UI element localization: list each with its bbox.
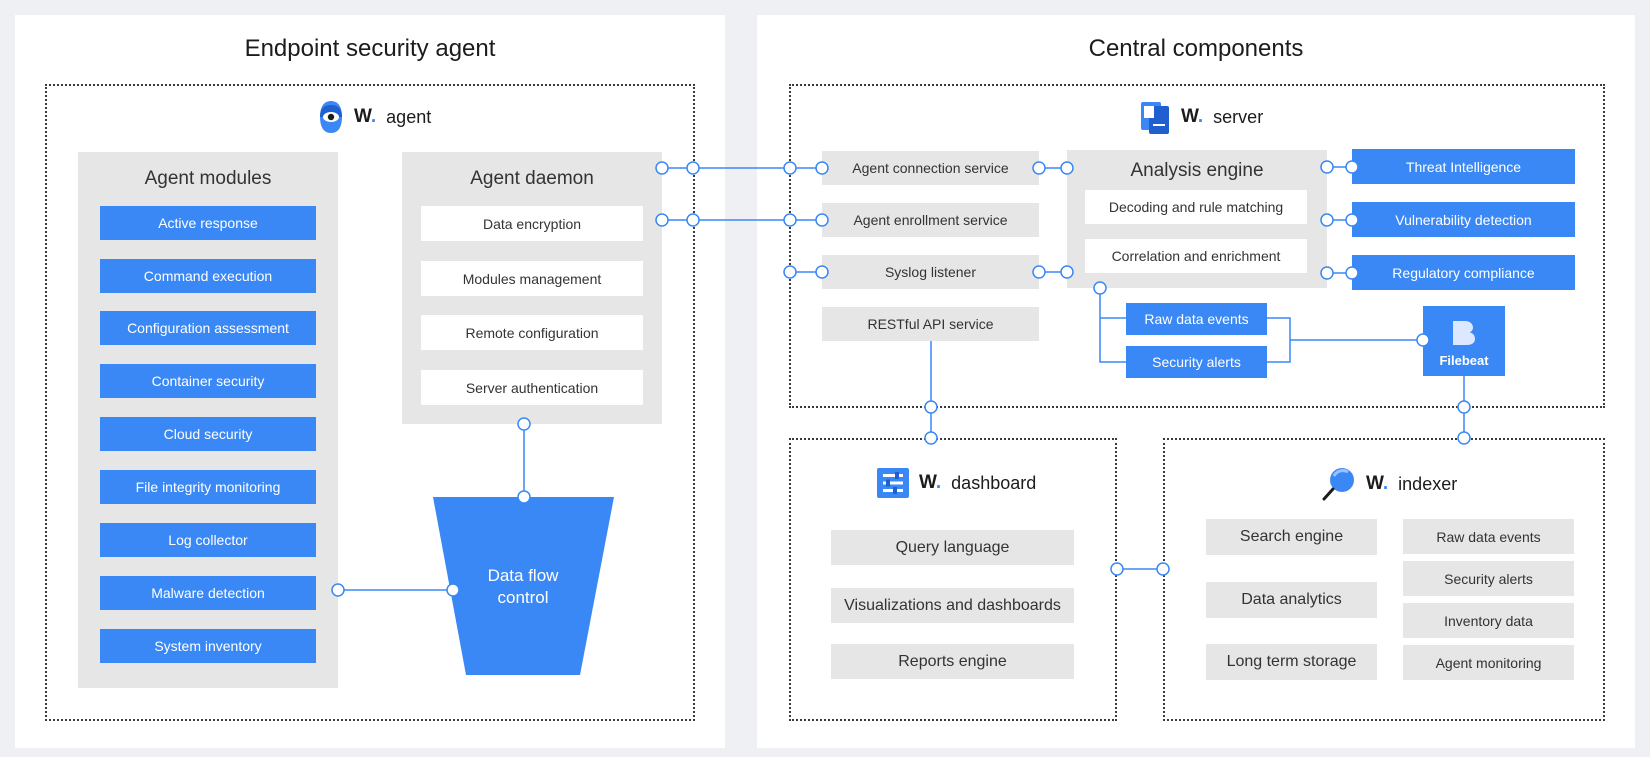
indexer-brand: W. indexer	[1322, 466, 1457, 502]
indexer-agent-monitoring: Agent monitoring	[1403, 645, 1574, 680]
indexer-container	[1163, 438, 1605, 721]
agent-brand: W. agent	[318, 100, 431, 134]
dashboard-query-language: Query language	[831, 530, 1074, 565]
threat-intelligence: Threat Intelligence	[1352, 149, 1575, 184]
decoding-and-rule-matching: Decoding and rule matching	[1085, 190, 1307, 224]
indexer-security-alerts: Security alerts	[1403, 561, 1574, 596]
module-system-inventory: System inventory	[100, 629, 316, 663]
indexer-raw-data-events: Raw data events	[1403, 519, 1574, 554]
agent-brand-label: agent	[386, 106, 432, 127]
indexer-search-engine: Search engine	[1206, 519, 1377, 555]
server-brand: W. server	[1139, 100, 1263, 134]
agent-modules-title: Agent modules	[144, 168, 272, 189]
indexer-brand-label: indexer	[1398, 473, 1458, 494]
restful-api-service: RESTful API service	[822, 307, 1039, 341]
dashboard-brand: W. dashboard	[877, 468, 1036, 498]
vulnerability-detection: Vulnerability detection	[1352, 202, 1575, 237]
server-raw-data-events: Raw data events	[1126, 303, 1267, 335]
syslog-listener: Syslog listener	[822, 255, 1039, 289]
dashboard-visualizations-and-dashboards: Visualizations and dashboards	[831, 588, 1074, 623]
wazuh-logo: W.	[1181, 106, 1204, 127]
indexer-magnifier-icon	[1322, 468, 1354, 501]
module-configuration-assessment: Configuration assessment	[100, 311, 316, 345]
correlation-and-enrichment: Correlation and enrichment	[1085, 239, 1307, 273]
agent-enrollment-service: Agent enrollment service	[822, 203, 1039, 237]
agent-connection-service: Agent connection service	[822, 151, 1039, 185]
indexer-data-analytics: Data analytics	[1206, 582, 1377, 618]
dashboard-reports-engine: Reports engine	[831, 644, 1074, 679]
server-icon	[1141, 102, 1169, 134]
data-flow-line1: Data flow	[487, 566, 559, 585]
wazuh-logo: W.	[1366, 473, 1389, 494]
indexer-long-term-storage: Long term storage	[1206, 644, 1377, 680]
wazuh-logo: W.	[354, 106, 377, 127]
daemon-data-encryption: Data encryption	[421, 206, 643, 241]
module-cloud-security: Cloud security	[100, 417, 316, 451]
data-flow-control-label: Data flow control	[463, 565, 583, 609]
module-file-integrity-monitoring: File integrity monitoring	[100, 470, 316, 504]
dashboard-sliders-icon	[877, 468, 909, 498]
server-brand-label: server	[1213, 106, 1264, 127]
module-active-response: Active response	[100, 206, 316, 240]
wazuh-agent-eye-icon	[320, 101, 342, 133]
server-security-alerts: Security alerts	[1126, 346, 1267, 378]
indexer-inventory-data: Inventory data	[1403, 603, 1574, 638]
dashboard-container	[789, 438, 1117, 721]
central-components-title: Central components	[1088, 35, 1304, 62]
filebeat-icon	[1453, 321, 1475, 345]
module-malware-detection: Malware detection	[100, 576, 316, 610]
wazuh-logo: W.	[919, 472, 942, 493]
daemon-modules-management: Modules management	[421, 261, 643, 296]
data-flow-line2: control	[497, 588, 549, 607]
regulatory-compliance: Regulatory compliance	[1352, 255, 1575, 290]
module-container-security: Container security	[100, 364, 316, 398]
filebeat-label: Filebeat	[1439, 353, 1489, 368]
filebeat-box: Filebeat	[1423, 306, 1505, 376]
daemon-server-authentication: Server authentication	[421, 370, 643, 405]
daemon-remote-configuration: Remote configuration	[421, 315, 643, 350]
analysis-engine-title: Analysis engine	[1130, 160, 1264, 181]
endpoint-agent-title: Endpoint security agent	[244, 35, 496, 62]
server-container	[789, 84, 1605, 408]
dashboard-brand-label: dashboard	[951, 472, 1037, 493]
agent-container	[45, 84, 695, 721]
module-command-execution: Command execution	[100, 259, 316, 293]
agent-daemon-title: Agent daemon	[470, 168, 594, 189]
module-log-collector: Log collector	[100, 523, 316, 557]
